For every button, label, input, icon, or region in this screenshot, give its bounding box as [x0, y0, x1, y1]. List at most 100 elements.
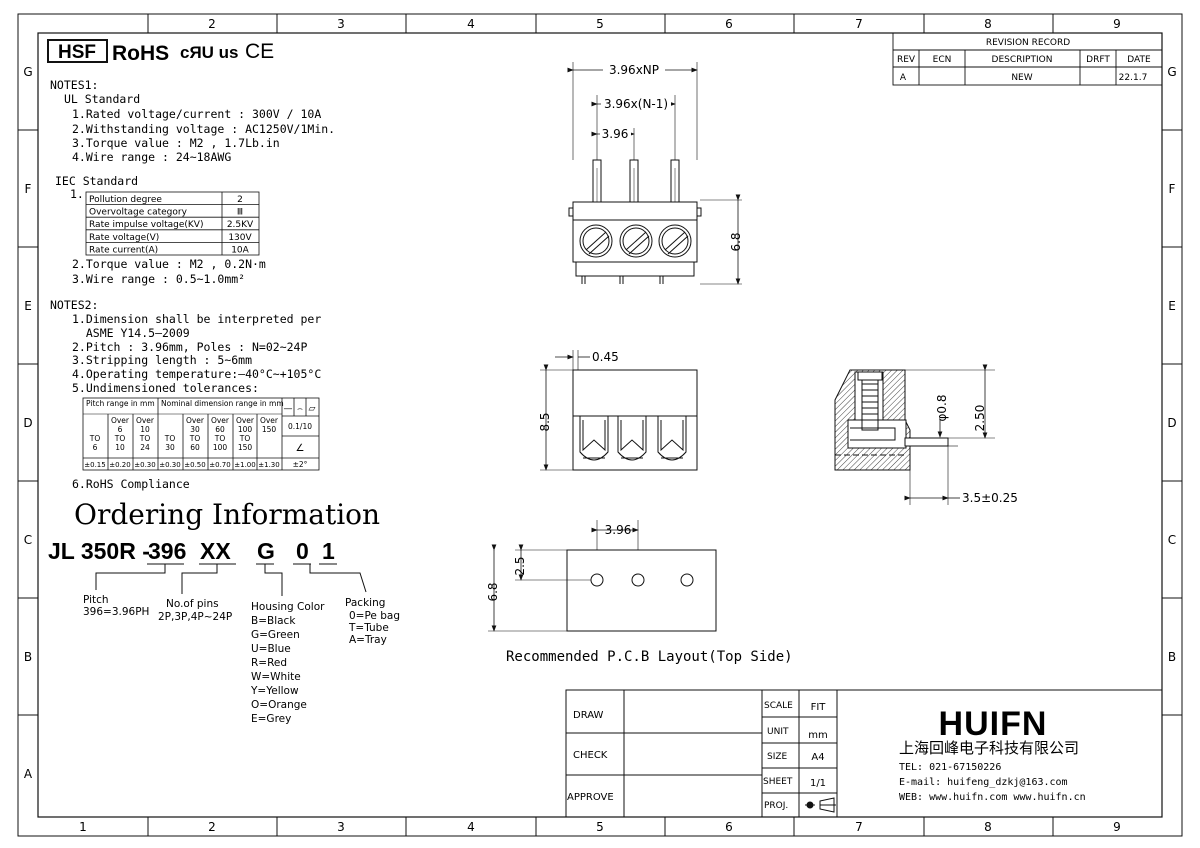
straightness-icon: — [284, 404, 293, 414]
rev-header: REV [897, 55, 916, 65]
tol-value: ±1.30 [258, 461, 279, 469]
unit-label: UNIT [767, 727, 789, 737]
row-label: F [25, 182, 32, 196]
iec-cell: 10A [231, 245, 249, 255]
notes2-item: 1.Dimension shall be interpreted per [72, 312, 321, 326]
profile-icon: ⌢ [297, 404, 303, 414]
unit-value: mm [808, 730, 827, 741]
row-label: D [23, 416, 32, 430]
dim-np: 3.96xNP [609, 63, 659, 77]
row-label: C [24, 533, 32, 547]
side-view-dims: φ0.8 2.50 3.5±0.25 [935, 395, 1018, 506]
tol-header: Nominal dimension range in mm [161, 399, 284, 408]
pitch-desc: 396=3.96PH [83, 606, 149, 618]
iec-cell: Overvoltage category [89, 208, 188, 218]
packing-item: A=Tray [349, 634, 387, 646]
tol-cell: 10 [140, 425, 150, 434]
tol-cell: Over [211, 416, 230, 425]
ul-item: 3.Torque value : M2 , 1.7Lb.in [72, 136, 280, 150]
tol-value: ±0.70 [209, 461, 230, 469]
col-label: 8 [984, 820, 992, 834]
flat-tol: 0.1/10 [288, 422, 312, 431]
tol-cell: 100 [238, 425, 253, 434]
tol-cell: 60 [215, 425, 225, 434]
iec-cell: Pollution degree [89, 195, 162, 205]
rear-view [540, 350, 698, 471]
company-info: HUIFN 上海回峰电子科技有限公司 TEL: 021-67150226 E-m… [899, 705, 1086, 803]
ecn-header: ECN [933, 55, 952, 65]
iec-cell: 2.5KV [227, 220, 254, 230]
sheet-value: 1/1 [810, 778, 826, 789]
size-label: SIZE [767, 752, 788, 762]
ul-item: 1.Rated voltage/current : 300V / 10A [72, 107, 321, 121]
color-item: O=Orange [251, 699, 307, 711]
tol-value: ±0.30 [159, 461, 180, 469]
tol-cell: Over [236, 416, 255, 425]
tol-value: ±0.20 [109, 461, 130, 469]
rohs-note: 6.RoHS Compliance [72, 477, 190, 491]
ce-logo: CE [245, 40, 274, 63]
rohs-logo: RoHS [112, 42, 169, 65]
notes2-item: 4.Operating temperature:—40°C~+105°C [72, 367, 321, 381]
dim-68: 6.8 [729, 232, 743, 251]
pcb-layout [488, 520, 717, 632]
scale-label: SCALE [764, 701, 793, 711]
col-label: 3 [337, 820, 345, 834]
notes2-item: ASME Y14.5—2009 [72, 326, 190, 340]
row-label: E [1168, 299, 1176, 313]
tol-cell: 10 [115, 443, 125, 452]
tol-value: ±0.50 [184, 461, 205, 469]
color-item: Y=Yellow [250, 685, 299, 697]
iec-table: Pollution degree 2 Overvoltage category … [85, 191, 260, 256]
company-tel: TEL: 021-67150226 [899, 762, 1001, 773]
approve-label: APPROVE [567, 792, 614, 803]
rev-value: A [900, 73, 907, 83]
pcb-dim-68: 6.8 [486, 582, 500, 601]
title-block-text: DRAW CHECK APPROVE SCALE FIT UNIT mm SIZ… [567, 701, 828, 811]
iec-cell: 2 [237, 195, 243, 205]
tol-cell: 30 [190, 425, 200, 434]
company-name: 上海回峰电子科技有限公司 [899, 739, 1079, 757]
col-label: 7 [855, 17, 863, 31]
drft-header: DRFT [1086, 55, 1110, 65]
check-label: CHECK [573, 750, 608, 761]
tol-value: ±0.15 [84, 461, 105, 469]
pins-label: No.of pins [166, 598, 219, 610]
tol-cell: Over [260, 416, 279, 425]
col-label: 6 [725, 17, 733, 31]
ul-item: 2.Withstanding voltage : AC1250V/1Min. [72, 122, 335, 136]
color-item: W=White [251, 671, 301, 683]
color-item: E=Grey [251, 713, 291, 725]
tol-value: ±0.30 [134, 461, 155, 469]
tol-header: Pitch range in mm [86, 399, 155, 408]
part-code-pitch: 396 [148, 538, 186, 564]
tol-cell: 60 [190, 443, 200, 452]
sheet-label: SHEET [763, 777, 793, 787]
tol-cell: TO [214, 434, 226, 443]
iec-cell: Rate voltage(V) [89, 233, 159, 243]
row-label: C [1168, 533, 1176, 547]
tol-cell: 30 [165, 443, 175, 452]
part-code-pins: XX [200, 538, 231, 564]
scale-value: FIT [811, 702, 827, 713]
tol-cell: 150 [262, 425, 277, 434]
ul-title: UL Standard [64, 92, 140, 106]
color-item: G=Green [251, 629, 300, 641]
company-email: E-mail: huifeng_dzkj@163.com [899, 777, 1068, 788]
row-label: G [1167, 65, 1176, 79]
rear-view-dims: 0.45 8.5 [538, 350, 619, 432]
ul-logo: cЯU us [180, 43, 239, 62]
dim-pitch: 3.96 [602, 127, 629, 141]
dim-250: 2.50 [973, 405, 987, 432]
date-header: DATE [1127, 55, 1151, 65]
notes2: NOTES2: 1.Dimension shall be interpreted… [50, 298, 321, 491]
tol-cell: Over [186, 416, 205, 425]
row-label: E [24, 299, 32, 313]
color-item: U=Blue [251, 643, 291, 655]
iec-num: 1. [70, 187, 84, 201]
iec-cell: Rate impulse voltage(KV) [89, 220, 203, 230]
tol-cell: TO [239, 434, 251, 443]
ordering-information: Ordering Information JL 350R - 396 XX G … [48, 498, 400, 725]
tol-cell: Over [111, 416, 130, 425]
iec-cell: Ⅲ [237, 208, 243, 218]
